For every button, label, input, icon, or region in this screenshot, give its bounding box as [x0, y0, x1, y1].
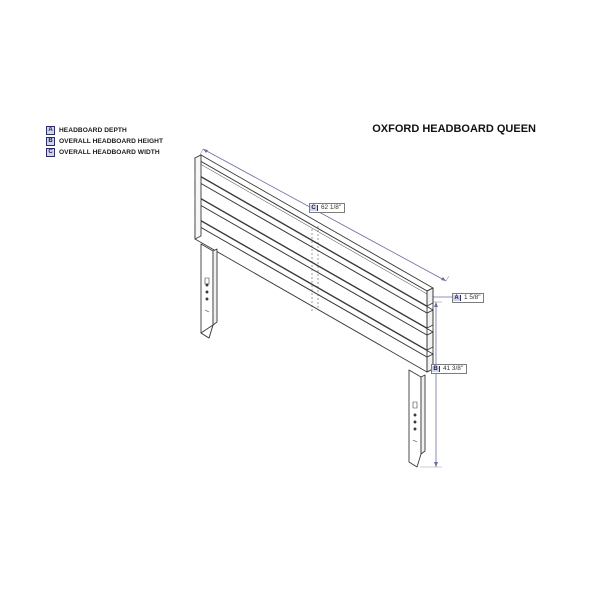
legend-label-width: OVERALL HEADBOARD WIDTH [59, 148, 160, 156]
legend-key-a: A [46, 125, 55, 135]
width-callout-key: C [310, 205, 318, 211]
legend-key-c: C [46, 147, 55, 157]
left-rail [194, 154, 202, 240]
dimension-legend: A HEADBOARD DEPTH B OVERALL HEADBOARD HE… [46, 125, 163, 158]
legend-row-a: A HEADBOARD DEPTH [46, 125, 163, 136]
right-leg [408, 369, 426, 468]
width-dimension-line [199, 148, 450, 282]
legend-row-c: C OVERALL HEADBOARD WIDTH [46, 147, 163, 158]
headboard-outline [194, 154, 434, 373]
legend-row-b: B OVERALL HEADBOARD HEIGHT [46, 136, 163, 147]
legend-label-height: OVERALL HEADBOARD HEIGHT [59, 137, 164, 145]
legend-key-b: B [46, 136, 55, 146]
width-callout: C 62 1/8" [309, 203, 346, 213]
legend-label-depth: HEADBOARD DEPTH [59, 126, 127, 134]
height-callout: B 41 3/8" [431, 364, 468, 374]
depth-callout-key: A [453, 295, 461, 301]
depth-callout: A 1 5/8" [452, 293, 485, 303]
width-callout-value: 62 1/8" [321, 204, 342, 211]
left-leg [200, 243, 218, 339]
height-callout-value: 41 3/8" [443, 365, 464, 372]
height-callout-key: B [432, 366, 440, 372]
depth-callout-value: 1 5/8" [464, 294, 481, 301]
diagram-title: OXFORD HEADBOARD QUEEN [372, 123, 536, 135]
